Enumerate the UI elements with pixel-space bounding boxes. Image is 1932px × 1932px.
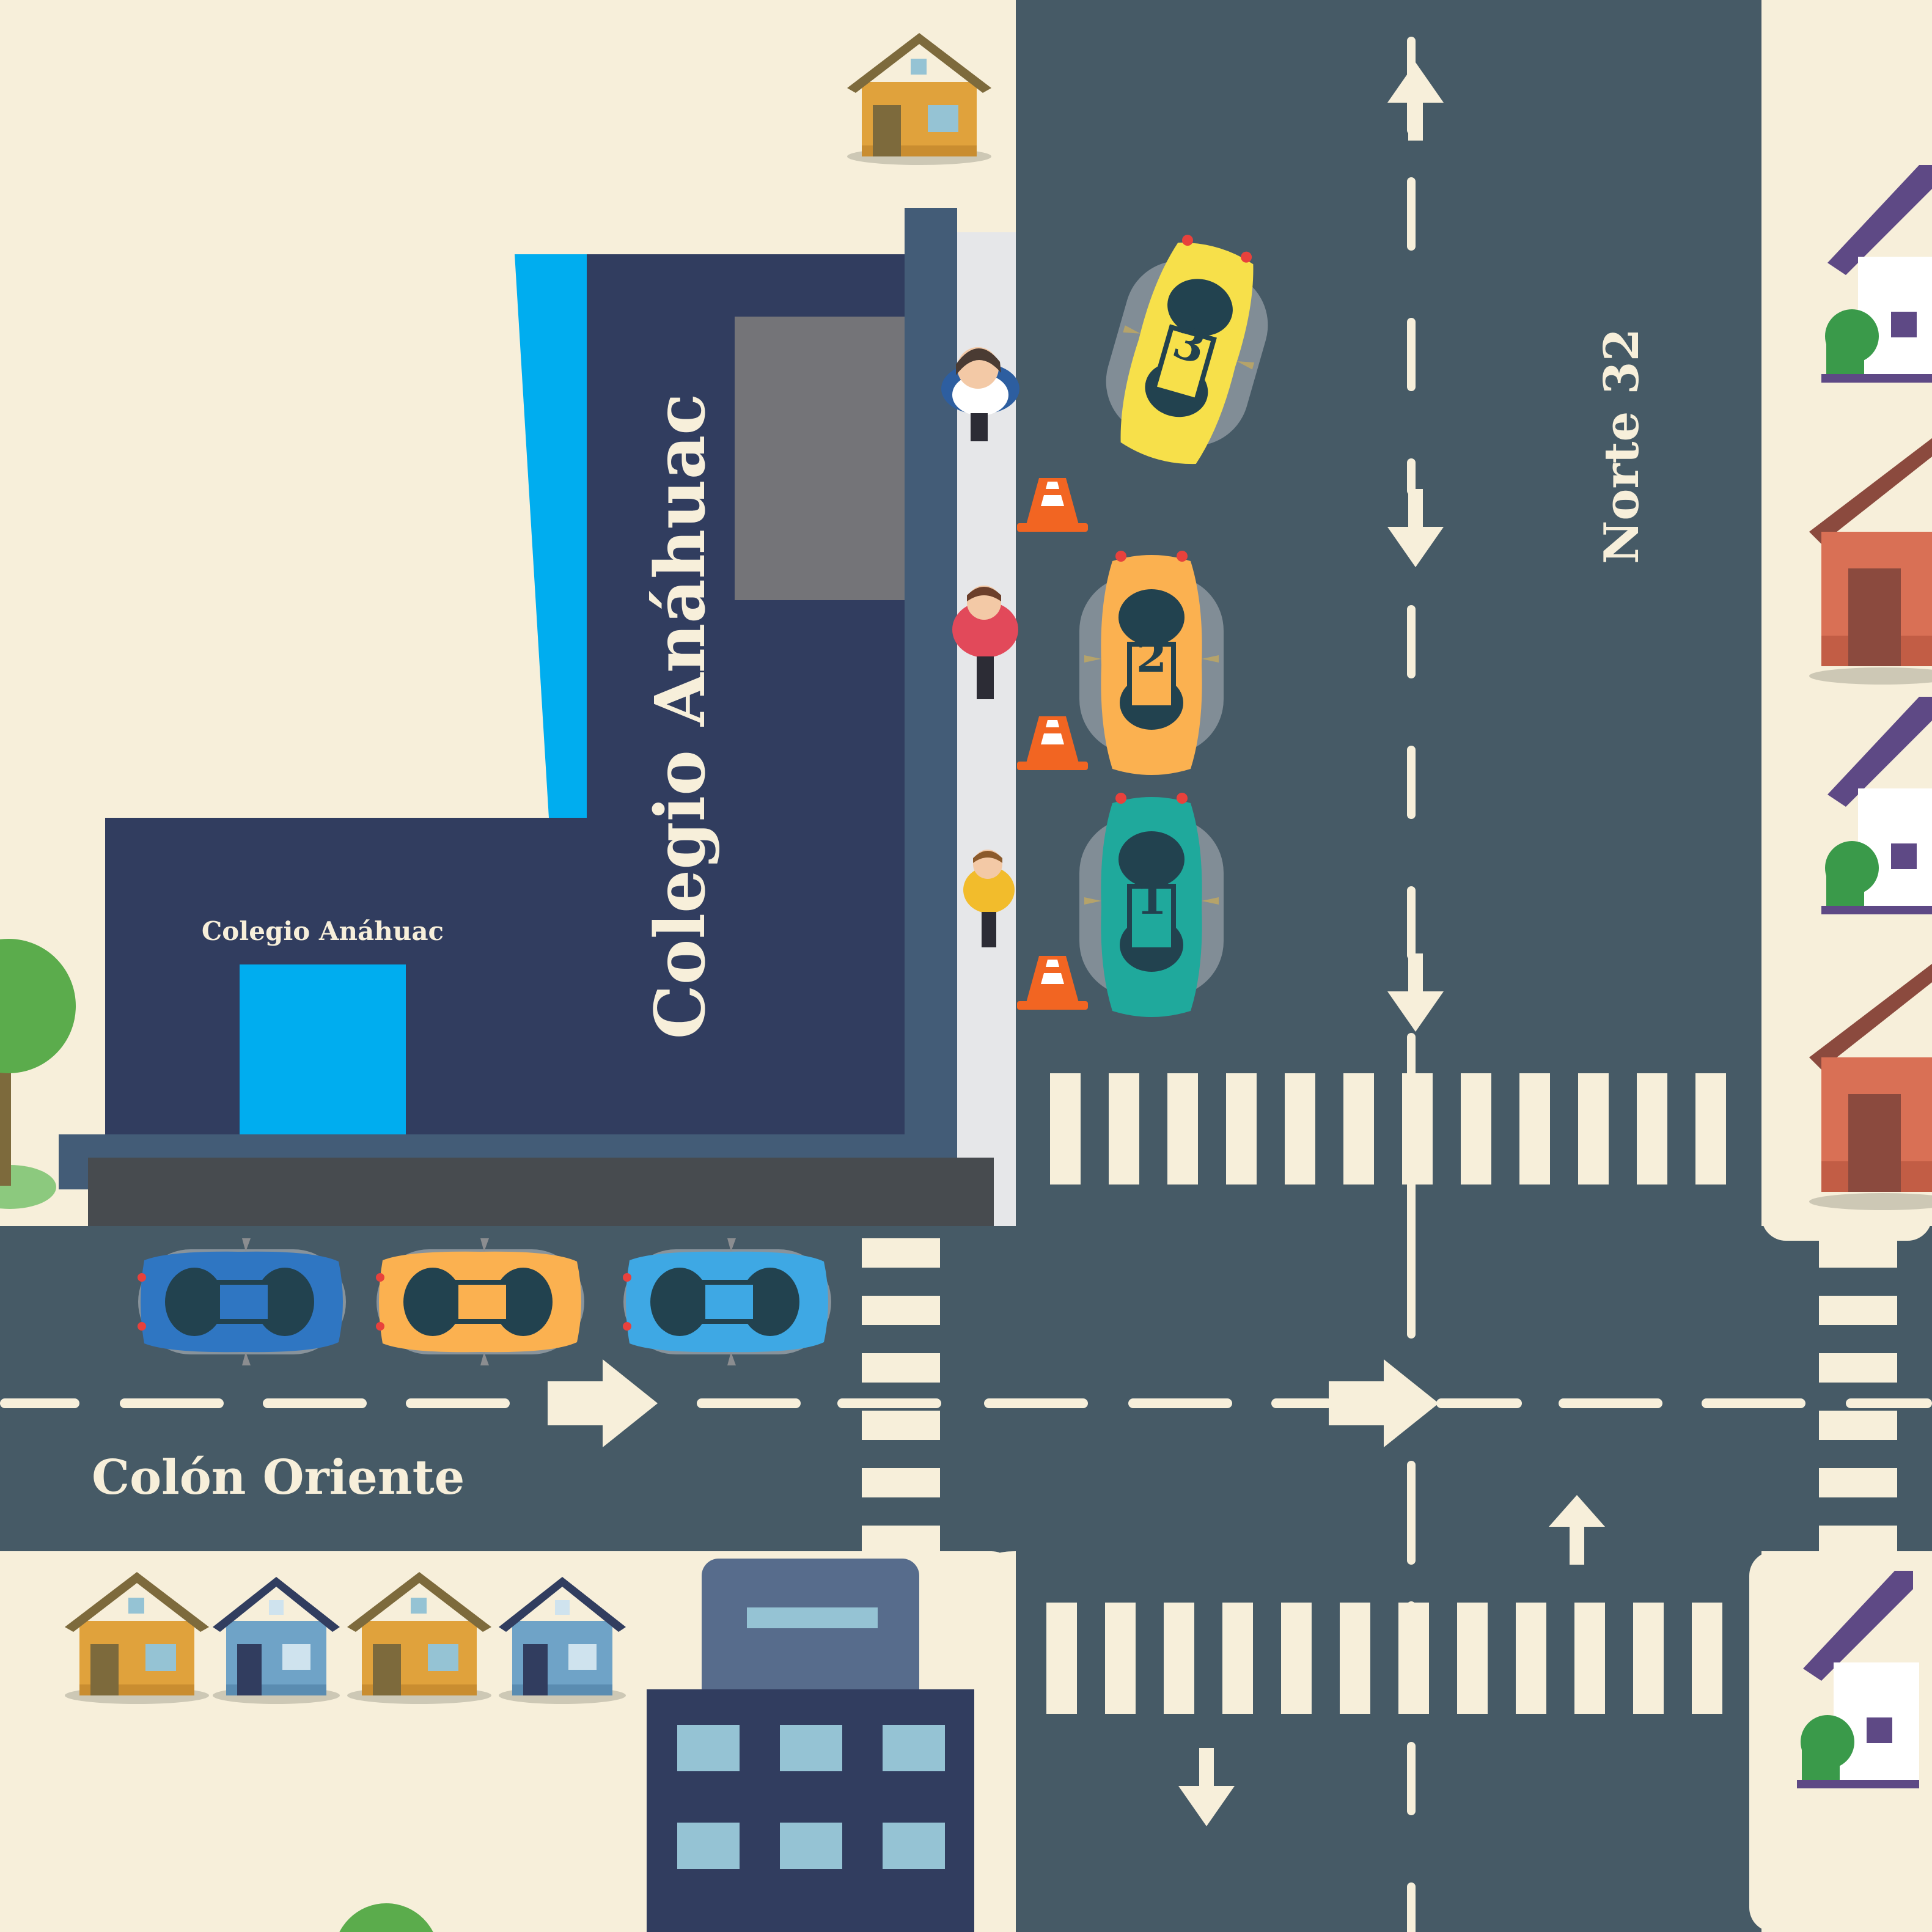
car-label-2: 2 xyxy=(1136,630,1167,682)
car-queue-1: 1 xyxy=(1060,793,1243,1017)
pedestrian-man xyxy=(952,586,1018,699)
tree-left xyxy=(0,939,76,1209)
car-queue-2: 2 xyxy=(1060,551,1243,775)
crosswalk-north xyxy=(1050,1073,1726,1185)
crosswalk-east xyxy=(1819,1238,1897,1551)
lane-divider-horizontal xyxy=(0,1398,1932,1408)
tree-bottom xyxy=(339,1903,433,1932)
office-building xyxy=(647,1559,974,1932)
school-entrance xyxy=(240,964,406,1134)
school-name-front: Colegio Anáhuac xyxy=(202,916,444,946)
arrow-up-south xyxy=(1549,1495,1605,1565)
pedestrian-girl xyxy=(963,850,1015,947)
car-street-1 xyxy=(138,1238,346,1365)
car-street-3 xyxy=(623,1238,831,1365)
school-name-vertical: Colegio Anáhuac xyxy=(641,394,721,1040)
street-label-colon-oriente: Colón Oriente xyxy=(92,1450,465,1505)
car-street-2 xyxy=(376,1238,584,1365)
crosswalk-west xyxy=(862,1238,940,1551)
car-queue-3: 3 xyxy=(1068,218,1307,484)
crosswalk-south xyxy=(1046,1603,1722,1714)
car-label-1: 1 xyxy=(1136,872,1167,924)
pedestrian-woman xyxy=(941,347,1019,441)
street-label-norte-32: Norte 32 xyxy=(1594,328,1650,564)
school-building xyxy=(59,208,994,1226)
